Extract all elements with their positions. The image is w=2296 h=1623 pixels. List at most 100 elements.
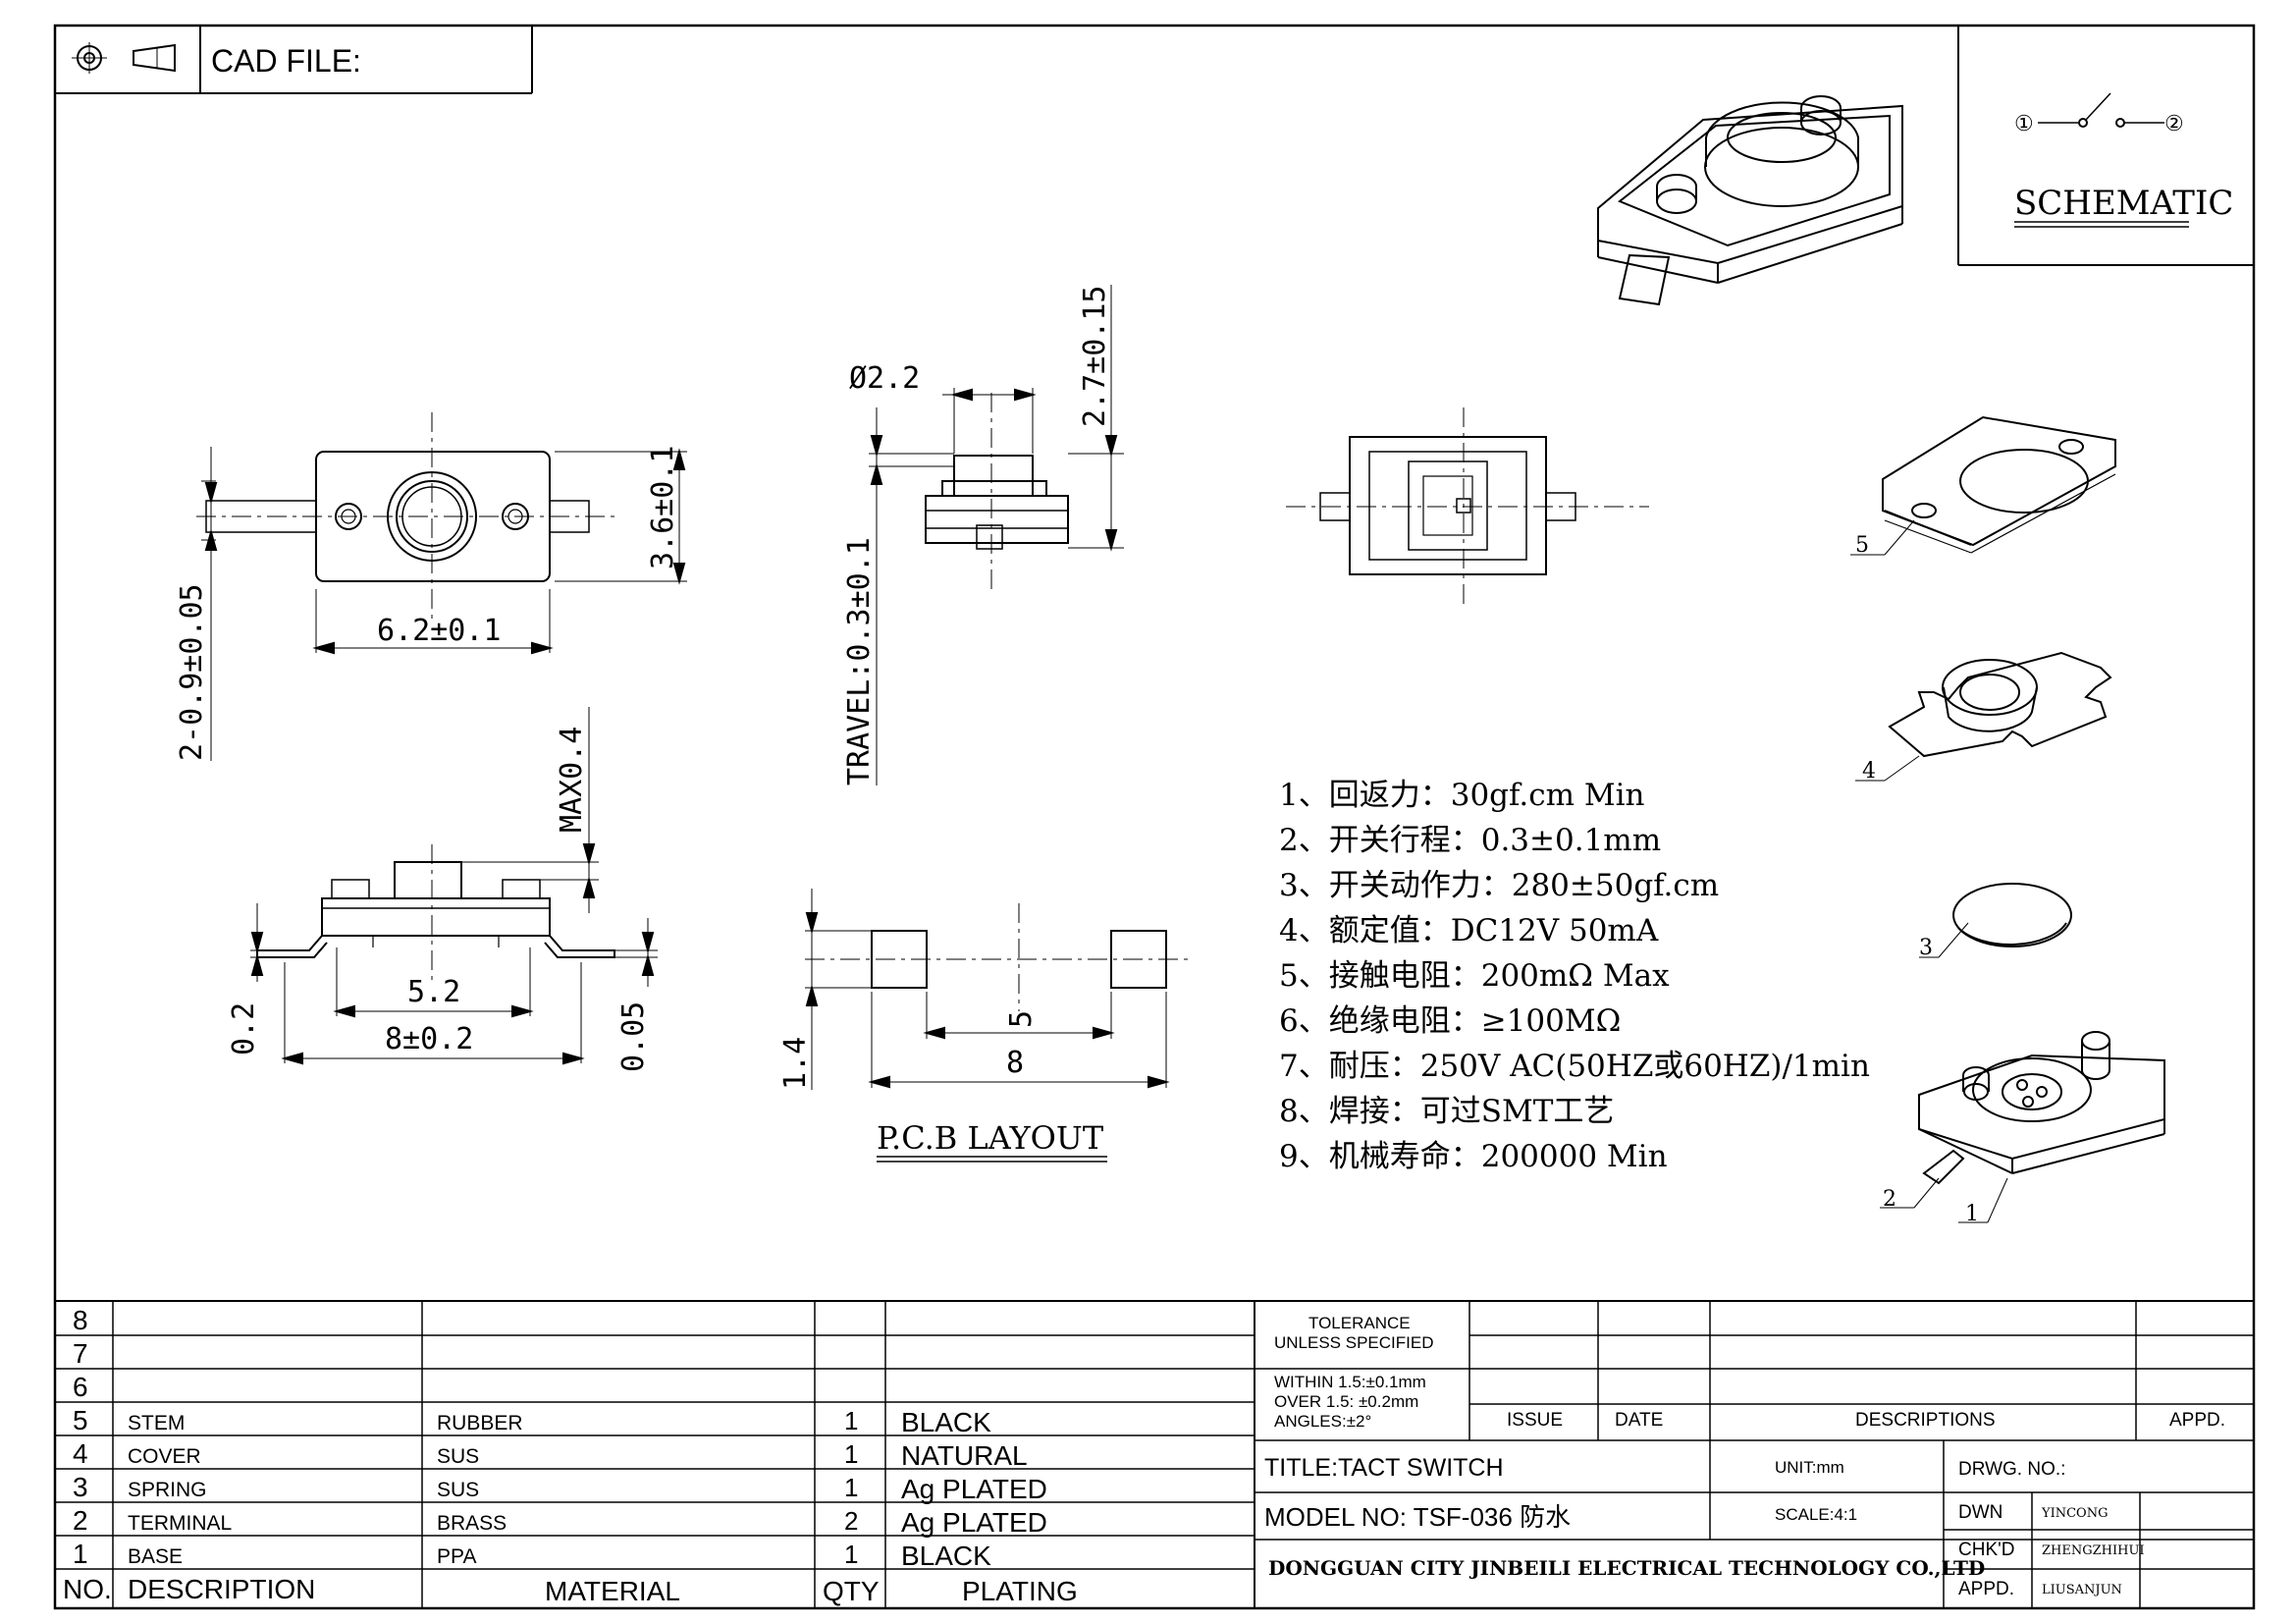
appd-header: APPD.: [2169, 1410, 2225, 1431]
bom-row-2-desc: TERMINAL: [128, 1512, 232, 1535]
spec-8: 8、焊接：可过SMT工艺: [1279, 1094, 1614, 1129]
bom-header-plating: PLATING: [962, 1576, 1078, 1606]
bom-row-1-material: PPA: [437, 1545, 476, 1568]
chkd-name: ZHENGZHIHUI: [2042, 1543, 2145, 1558]
bom-row-3-qty: 1: [844, 1473, 858, 1502]
dwn-label: DWN: [1958, 1502, 2002, 1523]
callout-3: 3: [1919, 936, 1933, 960]
bom-row-4-plating: NATURAL: [901, 1440, 1028, 1471]
side-view: Ø2.2 2.7±0.15 TRAVEL:0.3±0.1: [842, 285, 1124, 785]
schematic-label: SCHEMATIC: [2014, 184, 2233, 223]
tolerance-line2: OVER 1.5: ±0.2mm: [1274, 1392, 1418, 1411]
bom-header-no: NO.: [63, 1574, 112, 1604]
bom-header-qty: QTY: [823, 1576, 880, 1606]
dim-travel: TRAVEL:0.3±0.1: [842, 537, 877, 785]
bom-row-2-qty: 2: [844, 1506, 858, 1536]
bom-row-4-no: 4: [73, 1438, 88, 1469]
bom-row-7-no: 7: [73, 1338, 88, 1369]
bom-row-5-plating: BLACK: [901, 1407, 991, 1437]
bom-row-3-desc: SPRING: [128, 1479, 207, 1501]
tolerance-line3: ANGLES:±2°: [1274, 1412, 1371, 1431]
bom-row-3-plating: Ag PLATED: [901, 1474, 1047, 1504]
dim-pcb-inner: 5: [1004, 1010, 1039, 1028]
part-1-2-base: 2 1: [1880, 1031, 2165, 1226]
spec-1: 1、回返力：30gf.cm Min: [1279, 778, 1645, 813]
bottom-view: [1286, 407, 1649, 604]
spec-6: 6、绝缘电阻：≥100MΩ: [1279, 1003, 1621, 1039]
callout-4: 4: [1862, 759, 1876, 784]
dim-top-width: 6.2±0.1: [377, 614, 501, 648]
date-header: DATE: [1615, 1410, 1663, 1431]
callout-5: 5: [1855, 533, 1869, 558]
front-view: 5.2 8±0.2 0.2 0.05 MAX0.4: [227, 707, 658, 1072]
bom-header-desc: DESCRIPTION: [128, 1574, 315, 1604]
dim-terminal-thickness-right: 0.05: [616, 1001, 651, 1072]
tolerance-title: TOLERANCE: [1308, 1314, 1411, 1332]
callout-1: 1: [1965, 1202, 1979, 1226]
cad-file-header: CAD FILE:: [55, 26, 533, 94]
tolerance-sub: UNLESS SPECIFIED: [1274, 1333, 1434, 1352]
spec-3: 3、开关动作力：280±50gf.cm: [1279, 868, 1719, 903]
dim-stem-diameter: Ø2.2: [849, 361, 920, 396]
chkd-label: CHK'D: [1958, 1540, 2014, 1560]
schematic-box: ① ② SCHEMATIC: [1957, 26, 2254, 266]
schematic-pin2: ②: [2164, 112, 2184, 136]
appd-name: LIUSANJUN: [2042, 1583, 2122, 1597]
bom-row-3-material: SUS: [437, 1479, 479, 1501]
switch-iso-view: [1597, 95, 1903, 306]
tolerance-line1: WITHIN 1.5:±0.1mm: [1274, 1373, 1426, 1391]
drwg-no: DRWG. NO.:: [1958, 1459, 2065, 1480]
bom-row-5-qty: 1: [844, 1406, 858, 1435]
exploded-parts: 5 4 3: [1850, 415, 2165, 1226]
bom-row-1-qty: 1: [844, 1540, 858, 1569]
part-3-spring: 3: [1919, 883, 2072, 960]
dim-terminal-width: 2-0.9±0.05: [175, 583, 209, 761]
part-4-cover: 4: [1855, 651, 2112, 784]
projection-symbol-icon: [72, 42, 176, 74]
spec-2: 2、开关行程：0.3±0.1mm: [1279, 823, 1661, 858]
bom-row-1-desc: BASE: [128, 1545, 183, 1568]
part-5-stem: 5: [1850, 415, 2116, 558]
callout-2: 2: [1883, 1187, 1896, 1212]
pcb-layout-label: P.C.B LAYOUT: [877, 1119, 1104, 1157]
title-text: TITLE:TACT SWITCH: [1264, 1454, 1504, 1482]
dim-stem-height: 2.7±0.15: [1078, 286, 1112, 428]
bom-header-material: MATERIAL: [545, 1576, 680, 1606]
spec-list: 1、回返力：30gf.cm Min 2、开关行程：0.3±0.1mm 3、开关动…: [1279, 778, 1870, 1174]
model-text: MODEL NO: TSF-036 防水: [1264, 1502, 1571, 1532]
bom-row-4-qty: 1: [844, 1439, 858, 1469]
dim-top-height: 3.6±0.1: [646, 446, 680, 569]
scale-text: SCALE:4:1: [1775, 1505, 1857, 1524]
dim-terminal-thickness-left: 0.2: [227, 1002, 261, 1055]
sheet-border: [53, 24, 2256, 1610]
bom-row-2-material: BRASS: [437, 1512, 507, 1535]
bom-row-5-material: RUBBER: [437, 1412, 523, 1434]
bom-row-4-desc: COVER: [128, 1445, 201, 1468]
dim-pcb-outer: 8: [1006, 1046, 1024, 1080]
bom-row-5-no: 5: [73, 1405, 88, 1435]
schematic-pin1: ①: [2014, 112, 2034, 136]
top-view: 6.2±0.1 3.6±0.1 2-0.9±0.05: [175, 412, 687, 761]
spec-5: 5、接触电阻：200mΩ Max: [1279, 958, 1670, 994]
dim-max-overtravel: MAX0.4: [555, 727, 589, 833]
descriptions-header: DESCRIPTIONS: [1855, 1410, 1996, 1431]
unit-text: UNIT:mm: [1775, 1458, 1844, 1477]
bom-row-2-no: 2: [73, 1505, 88, 1536]
dim-outer-span: 8±0.2: [385, 1022, 473, 1056]
bom-table: 8 7 6 5 4 3 2 1 STEM COVER SPRING TERMIN…: [55, 1300, 2254, 1608]
dim-inner-span: 5.2: [407, 975, 460, 1009]
dwn-name: YINCONG: [2041, 1506, 2108, 1521]
bom-row-4-material: SUS: [437, 1445, 479, 1468]
issue-header: ISSUE: [1507, 1410, 1563, 1431]
bom-row-2-plating: Ag PLATED: [901, 1507, 1047, 1538]
bom-row-1-plating: BLACK: [901, 1541, 991, 1571]
bom-row-3-no: 3: [73, 1472, 88, 1502]
bom-row-5-desc: STEM: [128, 1412, 185, 1434]
title-block: TOLERANCE UNLESS SPECIFIED WITHIN 1.5:±0…: [1255, 1301, 2254, 1608]
spec-7: 7、耐压：250V AC(50HZ或60HZ)/1min: [1279, 1049, 1870, 1084]
cad-file-label: CAD FILE:: [211, 43, 361, 79]
spec-9: 9、机械寿命：200000 Min: [1279, 1139, 1668, 1174]
appd-label: APPD.: [1958, 1579, 2014, 1599]
pcb-layout: 1.4 5 8 P.C.B LAYOUT: [778, 889, 1193, 1163]
